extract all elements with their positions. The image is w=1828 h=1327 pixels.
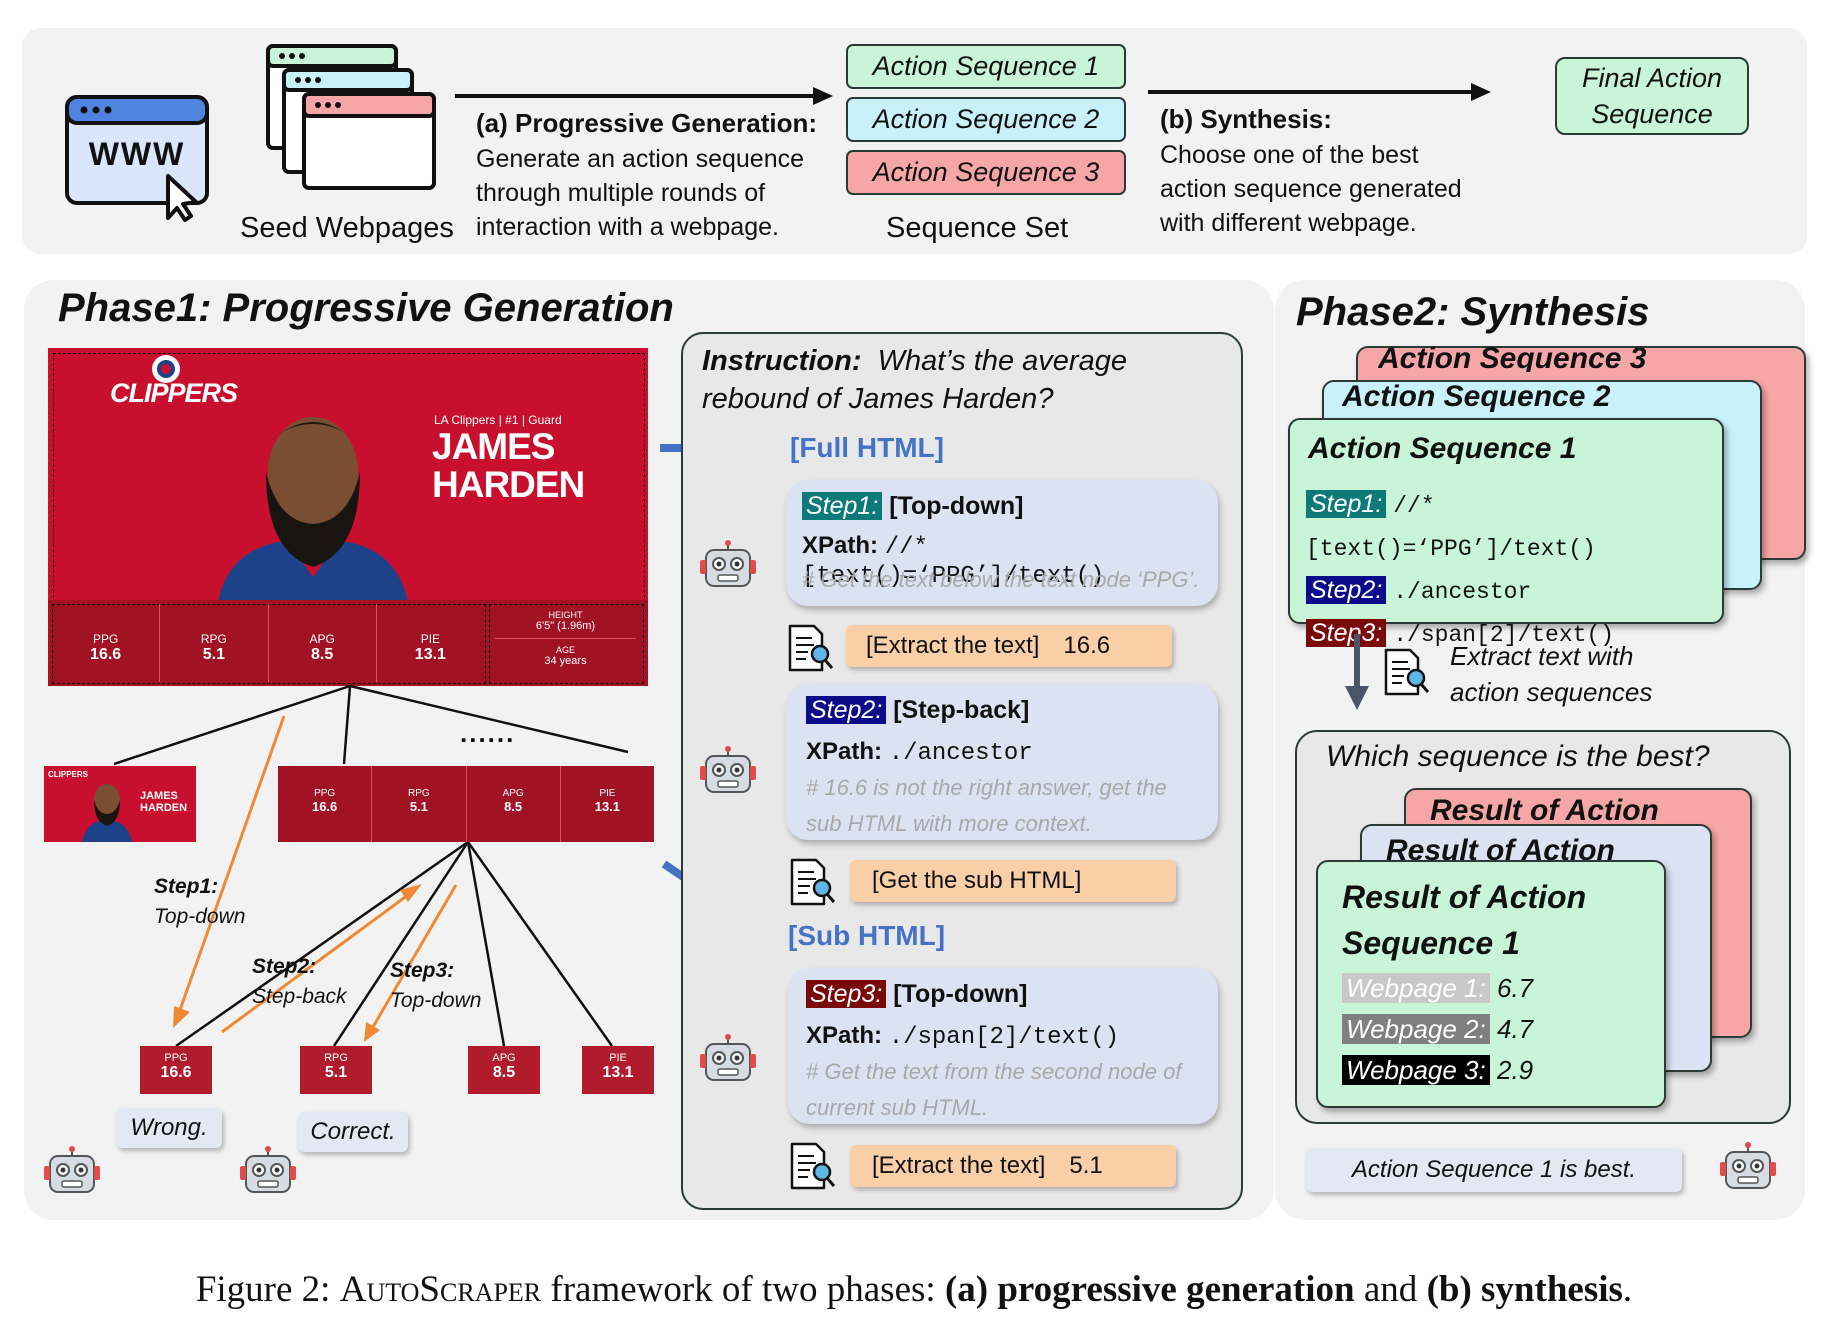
arrow-to-sequences xyxy=(455,87,833,105)
clippers-logo-icon xyxy=(152,355,180,383)
step2-action: [Get the sub HTML] xyxy=(850,860,1176,902)
bio-cell: HEIGHT 6'5" (1.96m) AGE 34 years xyxy=(489,606,642,667)
down-arrow xyxy=(1345,634,1369,710)
tree-step1-label: Step1:Top-down xyxy=(154,875,246,928)
step2-header: Step2: [Step-back] xyxy=(806,696,1029,725)
robot-icon xyxy=(1720,1142,1777,1189)
dom-tree-lines xyxy=(113,684,629,1048)
seed-webpages-label: Seed Webpages xyxy=(240,212,454,244)
step2-xpath: XPath: ./ancestor xyxy=(806,738,1033,767)
player-thumb-photo xyxy=(82,784,132,842)
robot-icon xyxy=(44,1146,101,1193)
player-subtitle: LA Clippers | #1 | Guard xyxy=(434,413,562,427)
sequence-1-box: Action Sequence 1 xyxy=(846,44,1126,89)
document-search-icon xyxy=(790,1142,836,1190)
phase2-title: Phase2: Synthesis xyxy=(1296,290,1650,334)
thumb-team: CLIPPERS xyxy=(48,770,89,779)
card1-steps: Step1: //*[text()=‘PPG’]/text() Step2: .… xyxy=(1306,490,1615,648)
wrong-speech: Wrong. xyxy=(116,1108,222,1148)
bio-dashed-region xyxy=(489,604,644,684)
sub-html-label: [Sub HTML] xyxy=(788,920,946,951)
tree-ellipsis: ...... xyxy=(460,718,516,748)
step1-action: [Extract the text]16.6 xyxy=(846,625,1172,667)
sequence-set-label: Sequence Set xyxy=(886,212,1069,244)
step1-comment: # Get the text below the text node ‘PPG’… xyxy=(802,567,1200,592)
instruction-text: Instruction: What’s the average rebound … xyxy=(702,345,1127,415)
webpage-scores: Webpage 1: 6.7 Webpage 2: 4.7 Webpage 3:… xyxy=(1342,968,1533,1091)
document-search-icon xyxy=(788,624,834,672)
stats-dashed-region xyxy=(52,604,486,684)
phase1-title: Phase1: Progressive Generation xyxy=(58,286,674,330)
phase-a-title: (a) Progressive Generation: xyxy=(476,108,817,138)
step1-xpath: XPath: //*[text()=‘PPG’]/text() xyxy=(802,532,1105,590)
team-name: CLIPPERS xyxy=(110,378,238,408)
step2-bubble: Step2: [Step-back] XPath: ./ancestor # 1… xyxy=(786,684,1218,840)
full-html-label: [Full HTML] xyxy=(790,432,944,463)
www-label: WWW xyxy=(88,136,186,172)
step3-bubble: Step3: [Top-down] XPath: ./span[2]/text(… xyxy=(788,968,1218,1124)
card-sequence-1: Action Sequence 1 Step1: //*[text()=‘PPG… xyxy=(1288,418,1724,648)
step3-header: Step3: [Top-down] xyxy=(806,980,1027,1009)
stats-row xyxy=(48,600,648,686)
best-question: Which sequence is the best? xyxy=(1326,740,1710,773)
document-search-icon xyxy=(790,858,836,906)
step1-bubble: Step1: [Top-down] XPath: //*[text()=‘PPG… xyxy=(786,480,1218,606)
tree-step3-label: Step3:Top-down xyxy=(390,959,482,1012)
browser-icon xyxy=(65,95,209,222)
best-sequence-speech: Action Sequence 1 is best. xyxy=(1306,1148,1682,1192)
robot-icon xyxy=(700,746,757,793)
figure-caption: Figure 2: AutoScraper framework of two p… xyxy=(195,1269,1633,1310)
sequence-3-box: Action Sequence 3 xyxy=(846,150,1126,195)
webpages-stack-icon xyxy=(266,44,436,190)
correct-speech: Correct. xyxy=(298,1112,408,1152)
sequence-2-box: Action Sequence 2 xyxy=(846,97,1126,142)
arrow-to-final xyxy=(1148,83,1491,101)
robot-icon xyxy=(700,1034,757,1081)
phase-b-title: (b) Synthesis: xyxy=(1160,104,1332,134)
robot-icon xyxy=(240,1146,297,1193)
step3-action: [Extract the text]5.1 xyxy=(850,1145,1176,1187)
step1-header: Step1: [Top-down] xyxy=(802,492,1023,521)
tree-step2-label: Step2:Step-back xyxy=(252,955,347,1008)
robot-icon xyxy=(700,540,757,587)
document-search-icon xyxy=(1384,648,1430,696)
step3-xpath: XPath: ./span[2]/text() xyxy=(806,1022,1120,1051)
player-photo xyxy=(218,417,408,602)
